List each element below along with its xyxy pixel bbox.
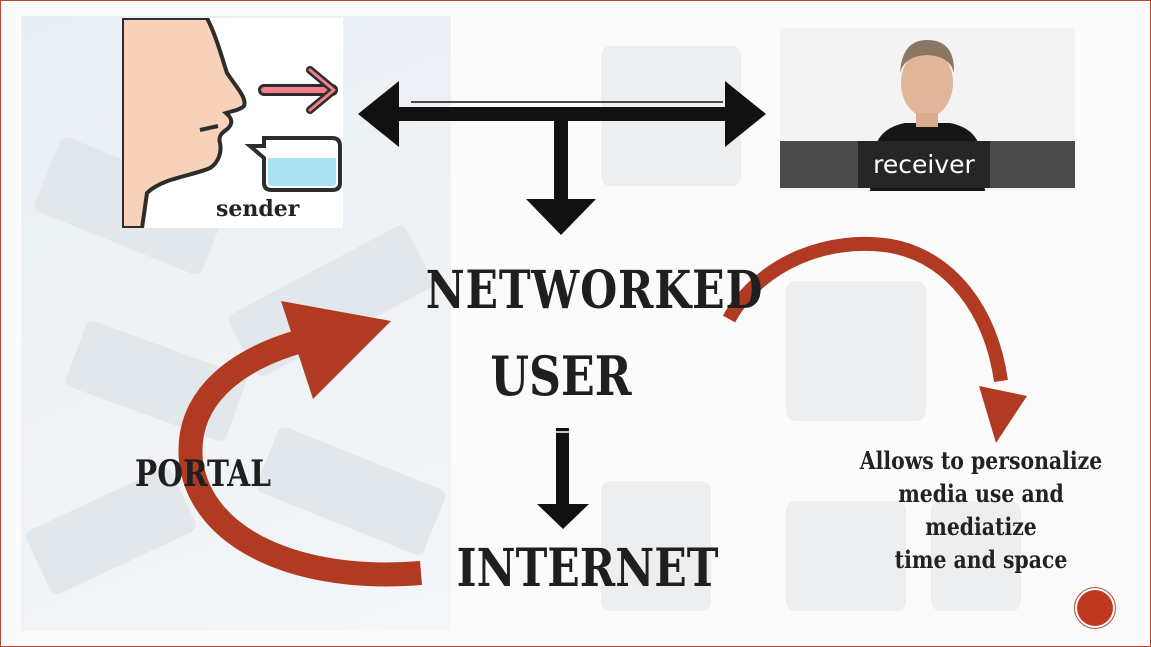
bg-phone-icon <box>931 501 1021 611</box>
right-arrowhead <box>725 81 766 147</box>
down-arrow-shaft <box>554 119 568 201</box>
portal-arrowhead <box>281 301 391 399</box>
note-line: media use and mediatize <box>898 479 1064 541</box>
receiver-video-still: receiver <box>780 28 1075 191</box>
internet-label: INTERNET <box>456 538 719 599</box>
personalize-curve-arrow <box>722 236 1008 382</box>
portal-curve-arrow <box>178 329 422 587</box>
receiver-label: receiver <box>858 141 990 188</box>
speaking-face-icon <box>120 16 342 230</box>
internet-arrow-head <box>537 504 589 529</box>
bg-speaker-icon <box>786 281 926 421</box>
sender-receiver-link <box>393 107 731 121</box>
personalize-arrowhead <box>979 386 1027 443</box>
portal-label: PORTAL <box>135 453 271 495</box>
slide-nav-button[interactable] <box>1075 588 1115 628</box>
networked-label: NETWORKED <box>425 260 764 321</box>
bg-camera-icon <box>786 501 906 611</box>
note-line: Allows to personalize <box>859 446 1103 475</box>
internet-arrow-shaft <box>556 428 569 506</box>
bg-camera-icon <box>601 481 711 611</box>
left-arrowhead <box>358 81 399 147</box>
sender-image: sender <box>120 16 343 230</box>
user-label: USER <box>490 344 632 408</box>
personalize-note: Allows to personalize media use and medi… <box>841 444 1122 576</box>
face-profile <box>120 16 247 230</box>
sender-label: sender <box>216 196 300 222</box>
down-arrow-head <box>526 199 596 235</box>
note-line: time and space <box>894 545 1068 574</box>
